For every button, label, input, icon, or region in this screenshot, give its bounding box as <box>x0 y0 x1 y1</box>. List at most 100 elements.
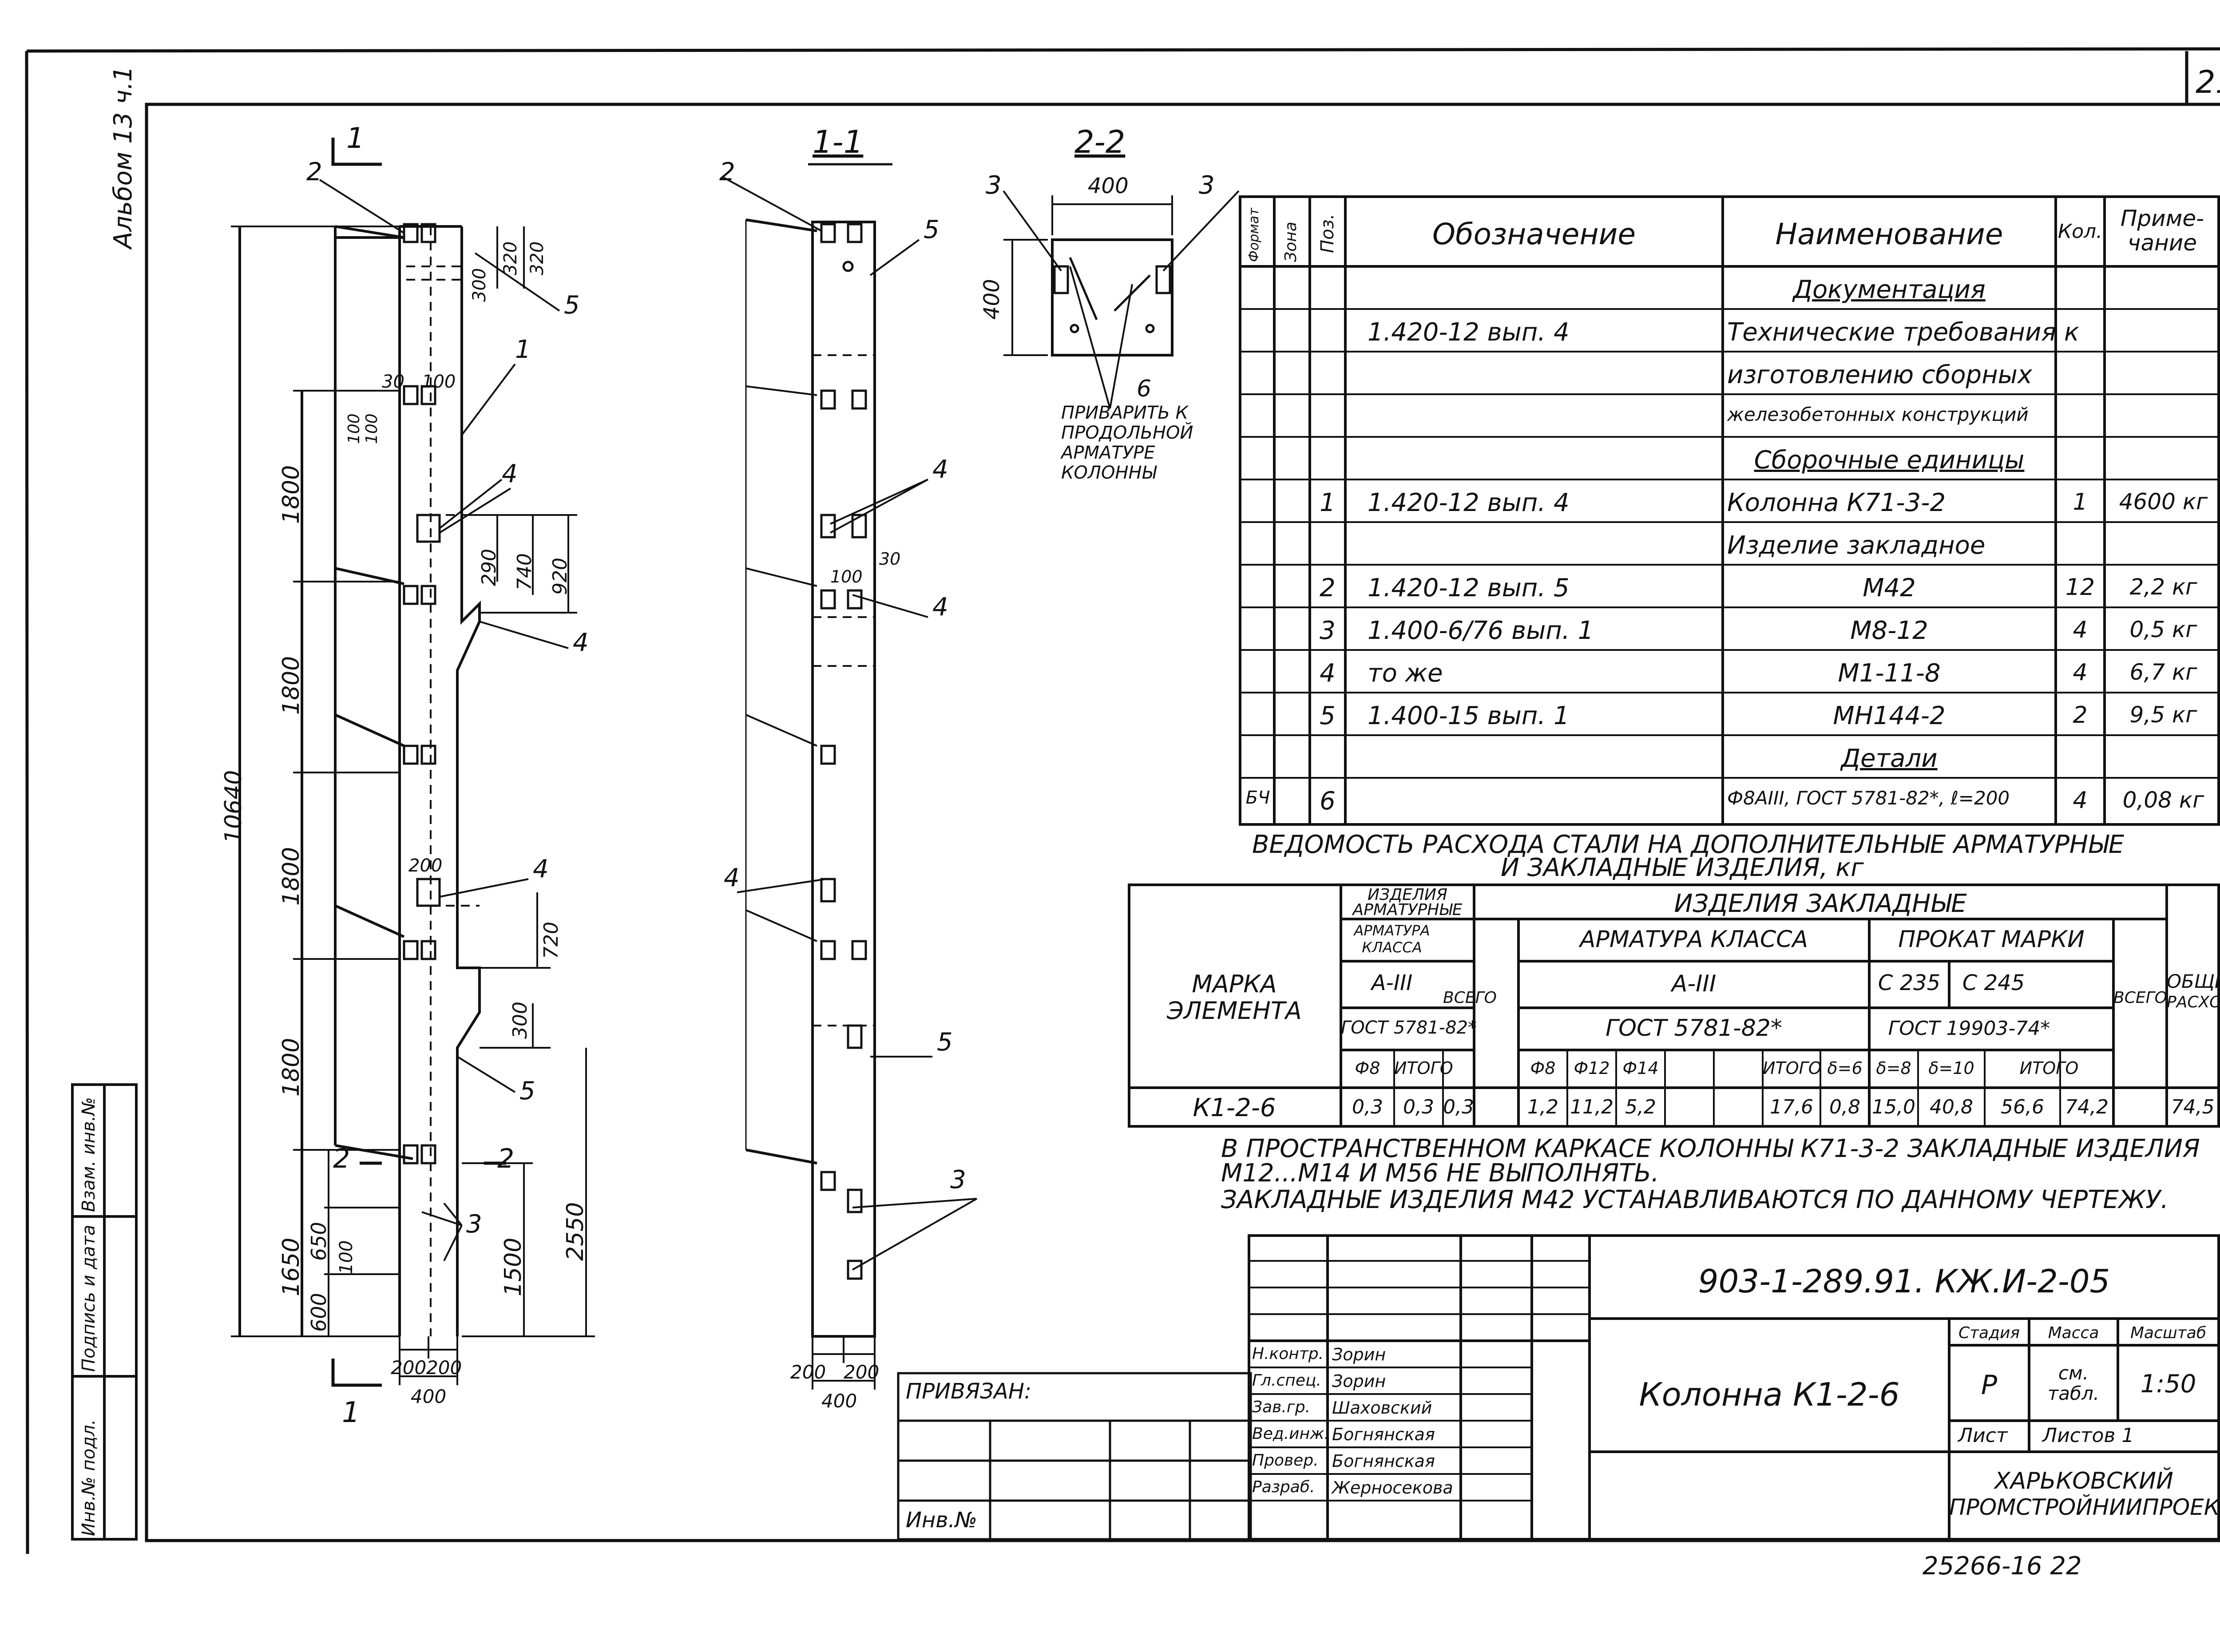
spec-header-zone: Зона <box>1282 222 1300 262</box>
steel-sub-header: Ф14 <box>1622 1058 1659 1078</box>
spec-cell-des: 1.400-6/76 вып. 1 <box>1368 616 1594 645</box>
dim-1800-c: 1800 <box>278 847 305 906</box>
steel-sub-header: ИТОГО <box>2019 1058 2079 1078</box>
stage-label: Стадия <box>1958 1324 2020 1342</box>
dim-290: 290 <box>478 549 500 586</box>
steel-row-mark: К1-2-6 <box>1193 1093 1276 1122</box>
spec-cell-name: М1-11-8 <box>1838 659 1941 688</box>
dim-bottom-200-b: 200 <box>426 1357 462 1379</box>
dim-1800-b: 1800 <box>278 656 305 715</box>
callout-4-a: 4 <box>502 460 518 488</box>
spec-cell-name: М42 <box>1863 574 1916 602</box>
spec-header-note: Приме- чание <box>2120 206 2204 256</box>
spec-cell-pos: 3 <box>1320 616 1336 645</box>
spec-cell-qty: 2 <box>2073 702 2088 729</box>
steel-mark-header-1: МАРКА <box>1192 970 1277 998</box>
steel-value-cell: 1,2 <box>1527 1096 1558 1118</box>
steel-value-cell: 56,6 <box>2001 1096 2044 1118</box>
title-block-grid <box>1248 1234 2220 1541</box>
note-line-2: М12...М14 И М56 НЕ ВЫПОЛНЯТЬ. <box>1221 1159 1659 1188</box>
steel-sub-header: Ф12 <box>1574 1058 1610 1078</box>
dim-bottom-400: 400 <box>411 1386 447 1407</box>
cut-2-left-label: 2 <box>333 1143 350 1174</box>
column-elevation: 1 1 2 2 2 5 1 4 4 4 5 3 10640 1800 1800 … <box>213 124 657 1447</box>
s11-callout-4-b: 4 <box>932 593 948 622</box>
spec-cell-name: М8-12 <box>1850 616 1928 645</box>
spec-cell-name: изготовлению сборных <box>1727 361 2033 389</box>
s22-callout-3-right: 3 <box>1199 171 1215 200</box>
s11-callout-2: 2 <box>719 158 735 186</box>
sheets-label: Листов 1 <box>2042 1424 2134 1447</box>
steel-value-cell: 17,6 <box>1770 1096 1813 1118</box>
steel-sub-header: ИТОГО <box>1763 1058 1822 1078</box>
spec-cell-fmt: БЧ <box>1245 788 1270 808</box>
stamp-inv-podl: Инв.№ подл. <box>79 1419 99 1536</box>
spec-cell-note: 6,7 кг <box>2129 659 2197 685</box>
callout-1: 1 <box>515 335 531 364</box>
spec-cell-qty: 1 <box>2073 489 2088 515</box>
steel-c245: С 245 <box>1962 971 2025 995</box>
spec-cell-des: 1.420-12 вып. 4 <box>1368 488 1570 517</box>
dim-bottom-200-a: 200 <box>391 1357 427 1379</box>
dim-1650: 1650 <box>278 1237 305 1296</box>
title-person: Зорин <box>1332 1371 1386 1391</box>
binding-label: ПРИВЯЗАН: <box>906 1379 1032 1404</box>
mass-value: см. табл. <box>2047 1362 2100 1405</box>
s11-dim-200-a: 200 <box>790 1361 826 1383</box>
title-person: Жерносекова <box>1332 1478 1453 1497</box>
org-line-2: ПРОМСТРОЙНИИПРОЕКТ <box>1949 1494 2220 1520</box>
steel-c235: С 235 <box>1878 971 1941 995</box>
steel-group-embed: ИЗДЕЛИЯ ЗАКЛАДНЫЕ <box>1674 889 1967 918</box>
s22-callout-3-left: 3 <box>986 171 1002 200</box>
spec-cell-pos: 2 <box>1320 574 1336 602</box>
steel-caption-line-1: ВЕДОМОСТЬ РАСХОДА СТАЛИ НА ДОПОЛНИТЕЛЬНЫ… <box>1252 830 2125 859</box>
callout-4-c: 4 <box>533 855 549 883</box>
mass-label: Масса <box>2048 1324 2099 1342</box>
dim-320-b: 320 <box>527 241 547 275</box>
title-role: Вед.инж. <box>1252 1425 1329 1443</box>
spec-cell-name: МН144-2 <box>1833 701 1946 730</box>
spec-cell-note: 4600 кг <box>2119 489 2208 515</box>
title-role: Гл.спец. <box>1252 1371 1321 1390</box>
dim-100-bottom: 100 <box>336 1240 357 1274</box>
steel-group-rebar-2: АРМАТУРНЫЕ <box>1352 901 1463 919</box>
title-person: Шаховский <box>1332 1398 1432 1418</box>
steel-sub-header: Ф8 <box>1530 1058 1556 1078</box>
s22-note-line-4: КОЛОННЫ <box>1061 463 1157 483</box>
title-person: Богнянская <box>1332 1451 1435 1471</box>
s11-callout-5-bottom: 5 <box>937 1028 953 1057</box>
scale-label: Масштаб <box>2130 1324 2207 1342</box>
spec-cell-des: то же <box>1368 659 1443 688</box>
callout-5-bottom: 5 <box>519 1077 535 1105</box>
section-2-2: 2-2 400 400 3 3 6 ПРИВАРИТЬ К ПРОДОЛЬНОЙ… <box>968 124 1243 515</box>
s11-callout-4-c: 4 <box>724 864 740 892</box>
section-1-1: 1-1 2 5 4 4 4 5 3 100 30 200 200 400 <box>719 124 995 1438</box>
spec-cell-pos: 5 <box>1320 701 1336 730</box>
callout-5-top: 5 <box>564 291 580 320</box>
steel-sub-header: Ф8 <box>1355 1058 1380 1078</box>
title-role: Зав.гр. <box>1252 1398 1311 1416</box>
dim-920: 920 <box>549 558 571 595</box>
spec-header-format: Формат <box>1246 208 1262 262</box>
steel-value-cell: 5,2 <box>1625 1096 1656 1118</box>
dim-600: 600 <box>307 1293 331 1332</box>
stamp-sign-date: Подпись и дата <box>79 1224 99 1372</box>
spec-cell-note: 2,2 кг <box>2129 574 2197 600</box>
callout-2: 2 <box>306 158 322 186</box>
elevation-drawing <box>231 138 595 1387</box>
title-person: Зорин <box>1332 1345 1386 1364</box>
dim-100-d: 200 <box>408 856 443 876</box>
spec-cell-pos: 6 <box>1320 787 1336 816</box>
s22-dim-width: 400 <box>1088 174 1129 198</box>
steel-value-cell: 0,3 <box>1403 1096 1434 1118</box>
dim-1800-a: 1800 <box>278 465 305 524</box>
s11-callout-5-top: 5 <box>924 215 940 244</box>
binding-inv: Инв.№ <box>906 1508 977 1533</box>
steel-sub-header: ИТОГО <box>1394 1058 1453 1078</box>
binding-grid <box>897 1372 1252 1541</box>
steel-group-rebar-1: ИЗДЕЛИЯ <box>1368 886 1447 904</box>
